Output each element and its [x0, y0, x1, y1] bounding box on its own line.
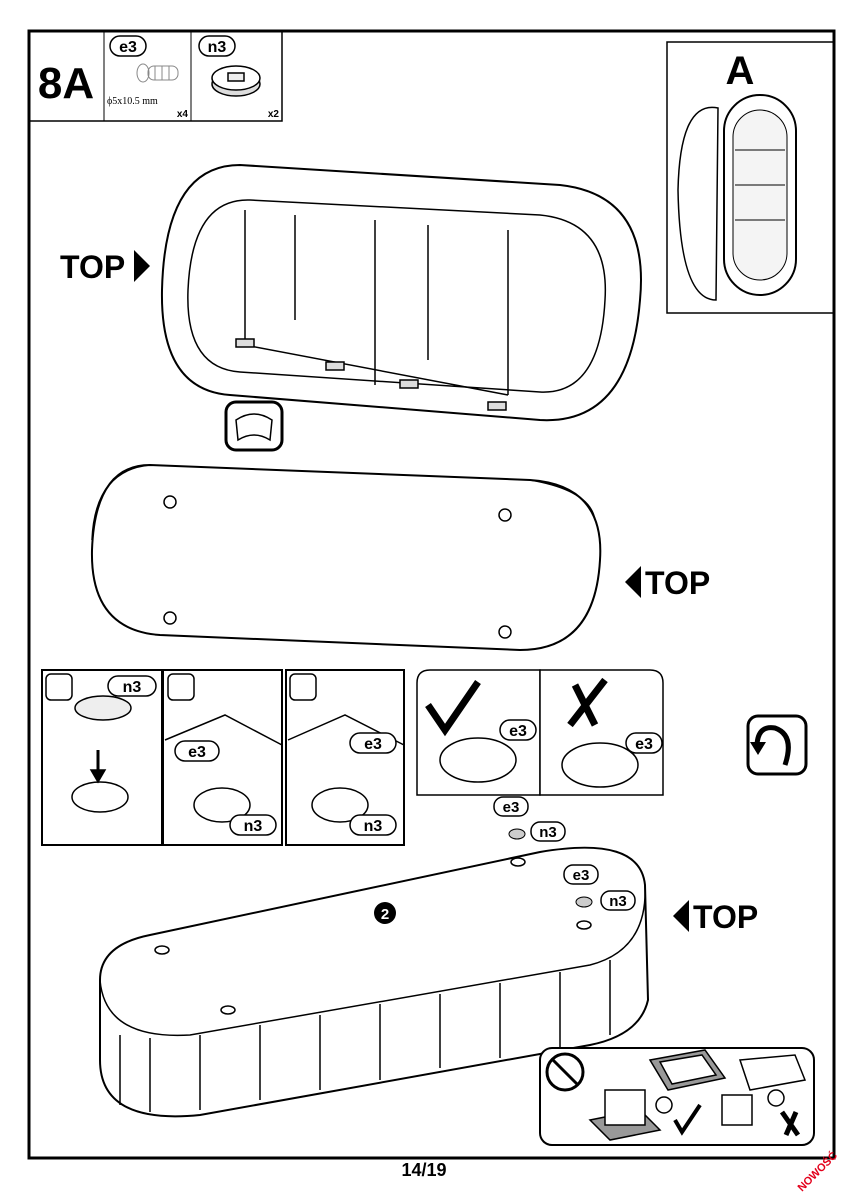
svg-text:e3: e3	[364, 736, 382, 753]
detail-panel-3: e3 n3	[285, 669, 405, 846]
detail-panel-1: n3	[41, 669, 163, 846]
smile-icon	[655, 1096, 673, 1114]
arrow-right-icon	[134, 250, 150, 282]
svg-text:e3: e3	[509, 723, 527, 740]
check-icon	[673, 1103, 702, 1136]
check-icon	[425, 680, 481, 737]
hardware-callout-1: e3 n3	[493, 796, 566, 842]
svg-text:n3: n3	[244, 818, 263, 835]
flip-over-icon	[224, 400, 284, 452]
no-hand-icon	[545, 1052, 585, 1092]
cabinet-back-view	[90, 463, 602, 652]
incorrect-orientation-panel: e3	[539, 669, 664, 796]
svg-text:e3: e3	[503, 799, 520, 816]
svg-text:2: 2	[381, 906, 389, 923]
arrow-left-icon	[673, 900, 689, 932]
cross-icon	[567, 677, 608, 728]
top-label-1: TOP	[60, 249, 150, 285]
page-frame	[27, 29, 836, 1160]
rotate-icon	[746, 714, 808, 776]
svg-text:n3: n3	[123, 679, 142, 696]
inset-a: A	[666, 41, 835, 314]
cabinet-top-view	[99, 846, 650, 1118]
new-badge: NOWOŚĆ	[795, 1149, 840, 1194]
inset-label: A	[726, 49, 755, 93]
part-badge-n3	[198, 35, 236, 57]
surface-warning-panel	[539, 1047, 815, 1146]
cam-lock-icon	[211, 65, 261, 97]
svg-text:TOP: TOP	[60, 249, 125, 285]
top-label-2: TOP	[625, 565, 710, 601]
cabinet-front-view	[160, 163, 642, 422]
svg-text:n3: n3	[539, 824, 557, 841]
svg-text:n3: n3	[609, 893, 627, 910]
correct-orientation-panel: e3	[416, 669, 541, 796]
svg-text:n3: n3	[364, 818, 383, 835]
page-number: 14/19	[401, 1160, 446, 1180]
svg-text:e3: e3	[635, 736, 653, 753]
part-qty-e3: x4	[177, 109, 189, 120]
part-id-e3: e3	[119, 39, 137, 56]
part-id-n3: n3	[208, 39, 227, 56]
svg-text:TOP: TOP	[645, 565, 710, 601]
part-spec-e3: ϕ5x10.5 mm	[107, 96, 158, 107]
svg-text:TOP: TOP	[693, 899, 758, 935]
cross-icon	[779, 1110, 801, 1137]
top-label-3: TOP	[673, 899, 758, 935]
sad-icon	[767, 1089, 785, 1107]
part-badge-e3	[109, 35, 147, 57]
parts-header: 8A e3 ϕ5x10.5 mm x4 n3 x2	[28, 30, 283, 122]
step-number: 8A	[38, 59, 94, 108]
part-qty-n3: x2	[268, 109, 280, 120]
step-marker: 2	[374, 902, 396, 924]
hardware-callout-2: e3 n3	[563, 864, 636, 911]
detail-panel-2: e3 n3	[162, 669, 283, 846]
svg-text:e3: e3	[188, 744, 206, 761]
screw-icon	[136, 63, 179, 83]
arrow-left-icon	[625, 566, 641, 598]
svg-text:e3: e3	[573, 867, 590, 884]
